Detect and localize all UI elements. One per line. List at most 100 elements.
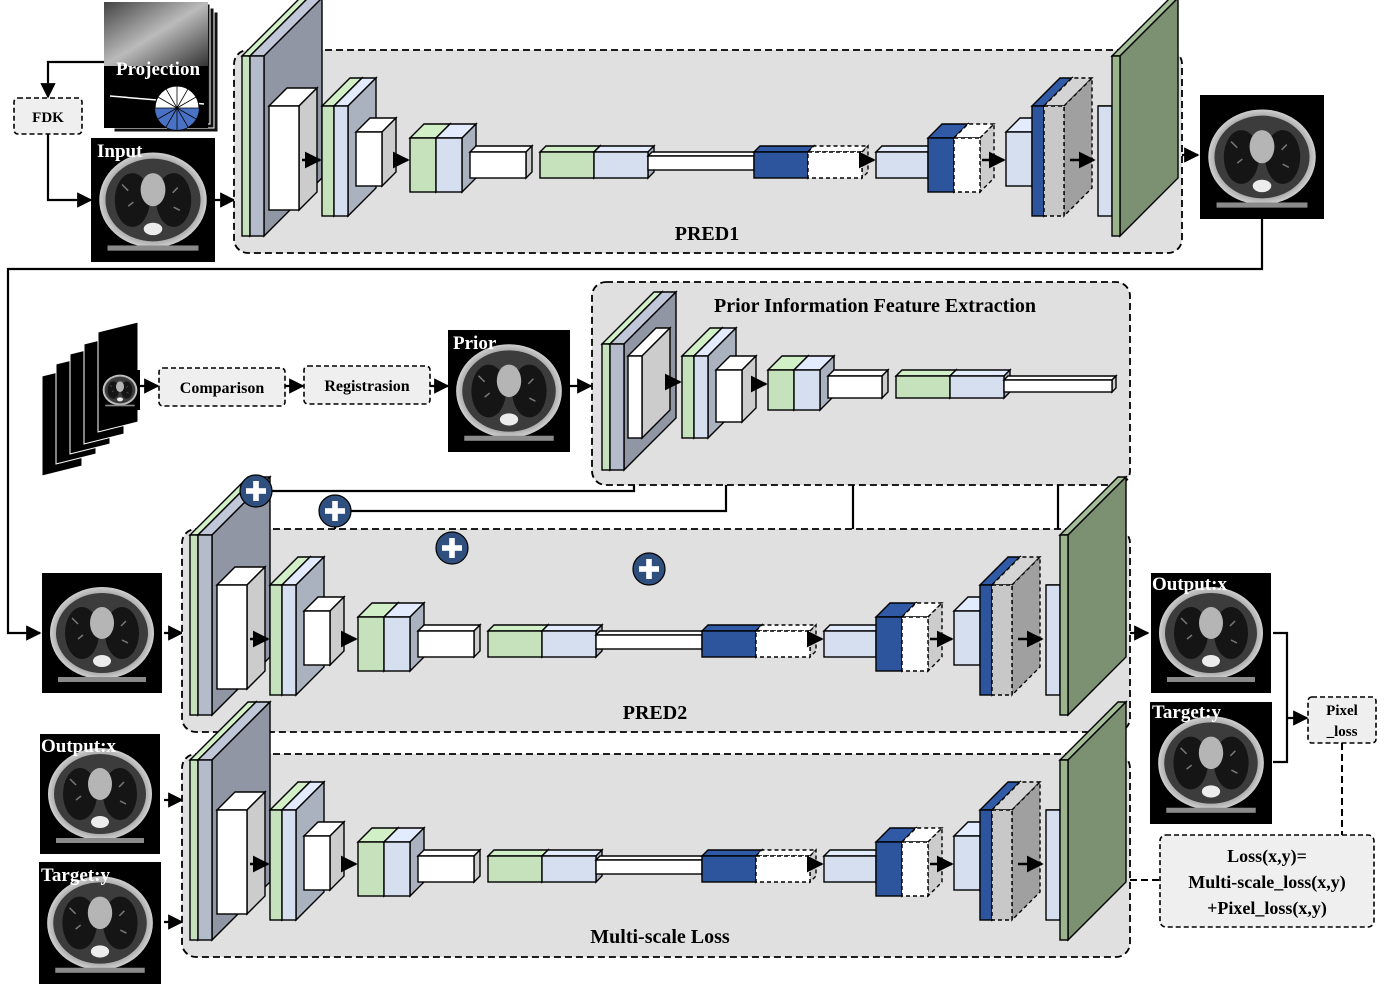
pred2-dec2-dashed — [900, 601, 944, 673]
pred1-dec3-dark-front — [1031, 105, 1045, 217]
projection-spoke — [157, 96, 178, 109]
pred1-dec1-dashed — [806, 144, 870, 180]
pixel-loss-box — [1307, 696, 1377, 744]
pred1-out-blue — [1097, 105, 1113, 217]
ms-mid-green-front — [487, 855, 543, 883]
pred2-out-blue — [1045, 584, 1061, 696]
pred2-dec1-dashed — [754, 623, 818, 659]
pred2-dec1-dashed-side — [809, 623, 817, 659]
loss-formula-line-1: Loss(x,y)= — [1227, 846, 1307, 867]
pred2-mid-bar — [594, 629, 708, 651]
pred1-enc1-white-front — [268, 105, 300, 211]
pred1-out-blue-front — [1097, 105, 1113, 217]
pred2-enc3-white-top — [416, 624, 482, 632]
pred1-dec3-blue-front — [1005, 131, 1033, 187]
prior-enc1-white-front — [627, 355, 643, 439]
prior-mid-blue-top — [948, 369, 1012, 377]
add-node-1-v — [253, 481, 259, 501]
projection-stack — [104, 2, 219, 133]
pred1-dec1-dark-front — [753, 151, 809, 179]
prior-enc2-white-front — [715, 369, 743, 423]
pred2-mid-bar-front — [595, 634, 703, 650]
pred2-out-blue-front — [1045, 584, 1061, 696]
pred1-enc1-green-front — [241, 55, 251, 237]
ms-dec1-dark — [700, 848, 764, 884]
pred1-out-green — [1110, 0, 1179, 238]
ms-dec1-dashed-side — [809, 848, 817, 884]
pred2-input-ct — [41, 573, 163, 693]
prior-mid-bar-front — [1003, 379, 1113, 393]
pred2-out-green — [1058, 475, 1128, 717]
ms-dec1-dashed-front — [755, 855, 811, 883]
ms-out-green — [1058, 700, 1128, 942]
add-node-2-v — [332, 501, 338, 521]
pred1-dec3-dashed-front — [1043, 105, 1065, 217]
add-node-4 — [632, 552, 666, 586]
prior-mid-blue-front — [949, 375, 1005, 399]
prior-enc1-green-front — [601, 343, 611, 471]
pred2-enc2-blue-front — [281, 584, 297, 696]
pred1-dec1-dashed-front — [807, 151, 863, 179]
pred1-enc2-white-front — [355, 131, 383, 187]
ms-mid-bar-front — [595, 859, 703, 875]
multiscale-title: Multi-scale Loss — [590, 926, 730, 948]
pred2-dec1-dashed-top — [754, 624, 818, 632]
prior-mid-green-top — [894, 369, 958, 377]
ms-dec1-dashed — [754, 848, 818, 884]
pred2-dec3-dark-front — [979, 584, 993, 696]
ms-enc3-green-front — [357, 841, 385, 897]
ms-enc3-white-side — [473, 848, 481, 884]
pred2-dec1-dark-top — [700, 624, 764, 632]
pred2-enc1-white-front — [216, 584, 248, 690]
ms-mid-green — [486, 848, 550, 884]
pred1-enc2-green-front — [321, 105, 335, 217]
loss-formula-line-3: +Pixel_loss(x,y) — [1207, 898, 1327, 919]
feature-blocks — [188, 0, 1179, 942]
pred2-dec3-dashed-front — [991, 584, 1013, 696]
pred2-enc3-white-side — [473, 623, 481, 659]
pred2-enc3-white-front — [417, 630, 475, 658]
pred2-dec2-dashed-side — [927, 601, 943, 673]
projection-spoke — [176, 96, 197, 109]
registration-label: Registrasion — [324, 378, 409, 395]
add-node-4-v — [646, 559, 652, 579]
ms-enc1-green-front — [189, 759, 199, 941]
ms-out-blue — [1045, 809, 1061, 921]
comparison-label: Comparison — [180, 380, 265, 397]
registration-box — [303, 365, 431, 405]
pred1-enc3-white — [468, 144, 534, 180]
pred2-enc2-white-front — [303, 610, 331, 666]
ms-enc3-white-top — [416, 849, 482, 857]
pred1-mid-blue — [592, 144, 656, 180]
target-left-label: Target:y — [41, 865, 110, 886]
pred2-dec2-dark-front — [875, 616, 903, 672]
pred1-dec2-blue — [874, 144, 936, 180]
projection-spoke — [165, 88, 178, 109]
ms-dec1-dashed-top — [754, 849, 818, 857]
prior-mid-green — [894, 368, 958, 400]
prior-enc3-white-side — [881, 368, 889, 400]
ms-enc1-white-front — [216, 809, 248, 915]
line-feedback — [6, 218, 1264, 641]
pred2-dec1-dark-front — [701, 630, 757, 658]
pred2-enc1-green-front — [189, 534, 199, 716]
pred2-dec2-dashed-front — [901, 616, 929, 672]
pred2-out-green-front — [1059, 534, 1069, 716]
prior-panel-title: Prior Information Feature Extraction — [714, 295, 1036, 317]
pred2-dec2-blue — [822, 623, 884, 659]
pred1-dec1-dark-top — [752, 145, 816, 153]
ms-dec2-dark-front — [875, 841, 903, 897]
pred1-enc1-white-side — [298, 86, 318, 212]
projection-spoke — [157, 107, 178, 120]
ms-enc1-white-side — [246, 790, 266, 916]
ms-enc3-white-front — [417, 855, 475, 883]
add-node-2 — [318, 494, 352, 528]
pixel-loss-label-1: Pixel — [1326, 703, 1358, 719]
pred1-enc3-blue-front — [435, 137, 463, 193]
projection-radiograph — [104, 2, 208, 66]
ms-mid-blue — [540, 848, 604, 884]
pred2-enc1-white — [215, 565, 267, 691]
pred2-dec1-dark — [700, 623, 764, 659]
output-right-label: Output:x — [1152, 574, 1227, 595]
